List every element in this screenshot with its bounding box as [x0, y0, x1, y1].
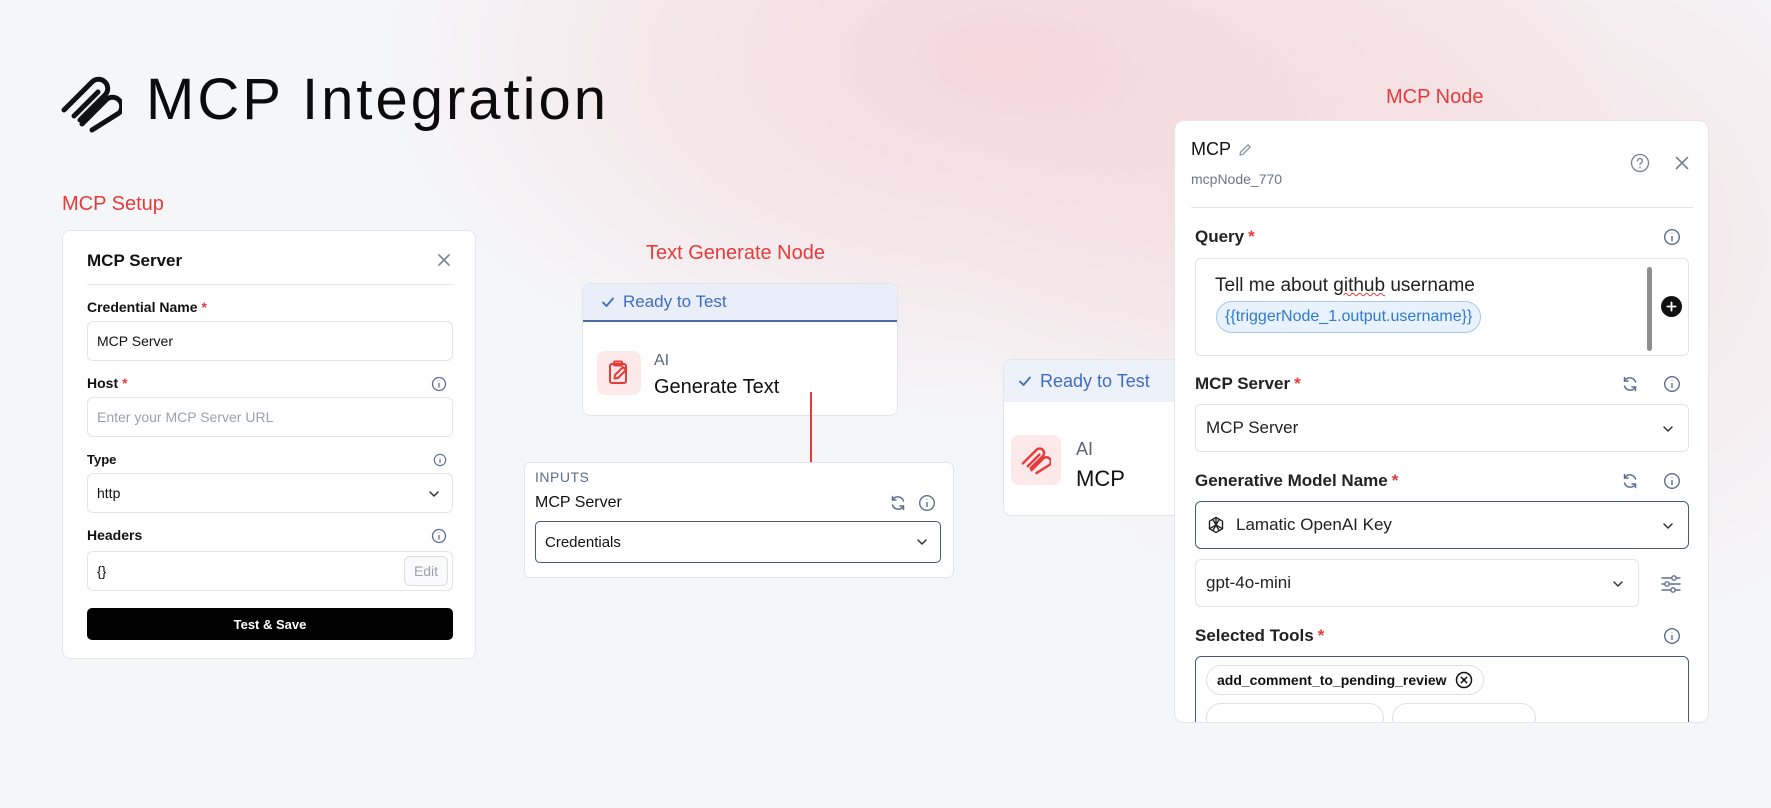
headers-input[interactable]: {} Edit — [87, 551, 453, 591]
info-icon[interactable] — [1663, 627, 1681, 645]
info-icon[interactable] — [431, 528, 447, 544]
headers-label: Headers — [87, 527, 143, 543]
node-name: MCP — [1076, 466, 1125, 491]
mcp-setup-label: MCP Setup — [62, 193, 164, 215]
node-title: MCP — [1191, 139, 1253, 160]
selected-tools-label: Selected Tools* — [1195, 626, 1325, 645]
test-and-save-button[interactable]: Test & Save — [87, 608, 453, 640]
status-text: Ready to Test — [1040, 370, 1150, 391]
panel-title: MCP Server — [87, 251, 183, 270]
info-icon[interactable] — [1663, 228, 1681, 246]
close-icon[interactable] — [435, 251, 453, 269]
paperclip-logo-icon — [60, 72, 122, 134]
panel-header: MCP Server — [87, 251, 453, 285]
info-icon[interactable] — [1663, 375, 1681, 393]
chevron-down-icon — [1660, 421, 1676, 437]
remove-tool-icon[interactable] — [1455, 671, 1473, 689]
tool-chip[interactable] — [1206, 703, 1384, 722]
host-label: Host* — [87, 375, 128, 391]
pencil-icon[interactable] — [1237, 142, 1253, 158]
query-text[interactable]: Tell me about github username — [1215, 275, 1475, 296]
node-category: AI — [1076, 439, 1094, 459]
mcp-server-credential-panel: MCP Server Credential Name* MCP Server H… — [62, 230, 476, 659]
type-select[interactable]: http — [87, 473, 453, 513]
query-label: Query* — [1195, 227, 1255, 246]
check-icon — [601, 295, 615, 309]
ready-status-bar: Ready to Test — [1004, 360, 1182, 402]
info-icon[interactable] — [433, 453, 447, 467]
selected-tools-input[interactable]: add_comment_to_pending_review — [1195, 656, 1689, 722]
chevron-down-icon — [1610, 576, 1626, 592]
mcp-server-field-label: MCP Server — [535, 494, 622, 511]
chevron-down-icon — [426, 486, 442, 502]
model-select[interactable]: gpt-4o-mini — [1195, 559, 1639, 607]
query-editor[interactable]: Tell me about github username {{triggerN… — [1195, 258, 1689, 356]
help-icon[interactable] — [1630, 153, 1650, 173]
node-category: AI — [654, 352, 670, 369]
mcp-node-config-panel: MCP mcpNode_770 Query* Tell me about git… — [1174, 120, 1709, 723]
chevron-down-icon — [1660, 518, 1676, 534]
credential-name-label: Credential Name* — [87, 299, 207, 315]
refresh-icon[interactable] — [1621, 472, 1639, 490]
generative-model-label: Generative Model Name* — [1195, 471, 1399, 490]
host-input[interactable]: Enter your MCP Server URL — [87, 397, 453, 437]
add-variable-button[interactable] — [1661, 296, 1682, 317]
info-icon[interactable] — [1663, 472, 1681, 490]
credential-name-input[interactable]: MCP Server — [87, 321, 453, 361]
mcp-server-label: MCP Server* — [1195, 374, 1301, 393]
check-icon — [1018, 374, 1032, 388]
flow-arrow — [810, 392, 812, 468]
divider — [1191, 207, 1694, 208]
clipboard-edit-icon — [597, 351, 641, 395]
close-icon[interactable] — [1672, 153, 1692, 173]
tool-chip[interactable]: add_comment_to_pending_review — [1206, 665, 1484, 695]
page-title: MCP Integration — [146, 67, 610, 132]
status-text: Ready to Test — [623, 292, 727, 311]
generate-text-node[interactable]: Ready to Test AI Generate Text — [582, 283, 898, 416]
inputs-header: INPUTS — [535, 469, 590, 485]
paperclip-icon — [1011, 435, 1061, 485]
node-name: Generate Text — [654, 376, 780, 398]
openai-icon — [1206, 515, 1226, 535]
scrollbar[interactable] — [1647, 267, 1652, 351]
text-generate-node-label: Text Generate Node — [646, 242, 825, 264]
refresh-icon[interactable] — [889, 494, 907, 512]
tool-chip[interactable] — [1392, 703, 1536, 722]
node-id: mcpNode_770 — [1191, 171, 1283, 187]
sliders-icon[interactable] — [1659, 572, 1683, 596]
mcp-server-select[interactable]: MCP Server — [1195, 404, 1689, 452]
refresh-icon[interactable] — [1621, 375, 1639, 393]
chevron-down-icon — [914, 534, 930, 550]
edit-headers-button[interactable]: Edit — [404, 556, 448, 586]
credentials-select[interactable]: Credentials — [535, 521, 941, 563]
ready-status-bar: Ready to Test — [583, 284, 897, 322]
inputs-card: INPUTS MCP Server Credentials — [524, 462, 954, 578]
query-variable-chip[interactable]: {{triggerNode_1.output.username}} — [1216, 301, 1482, 333]
info-icon[interactable] — [431, 376, 447, 392]
model-provider-select[interactable]: Lamatic OpenAI Key — [1195, 501, 1689, 549]
info-icon[interactable] — [918, 494, 936, 512]
mcp-node-card[interactable]: Ready to Test AI MCP — [1003, 359, 1183, 516]
type-label: Type — [87, 452, 117, 467]
mcp-node-label: MCP Node — [1386, 86, 1484, 108]
